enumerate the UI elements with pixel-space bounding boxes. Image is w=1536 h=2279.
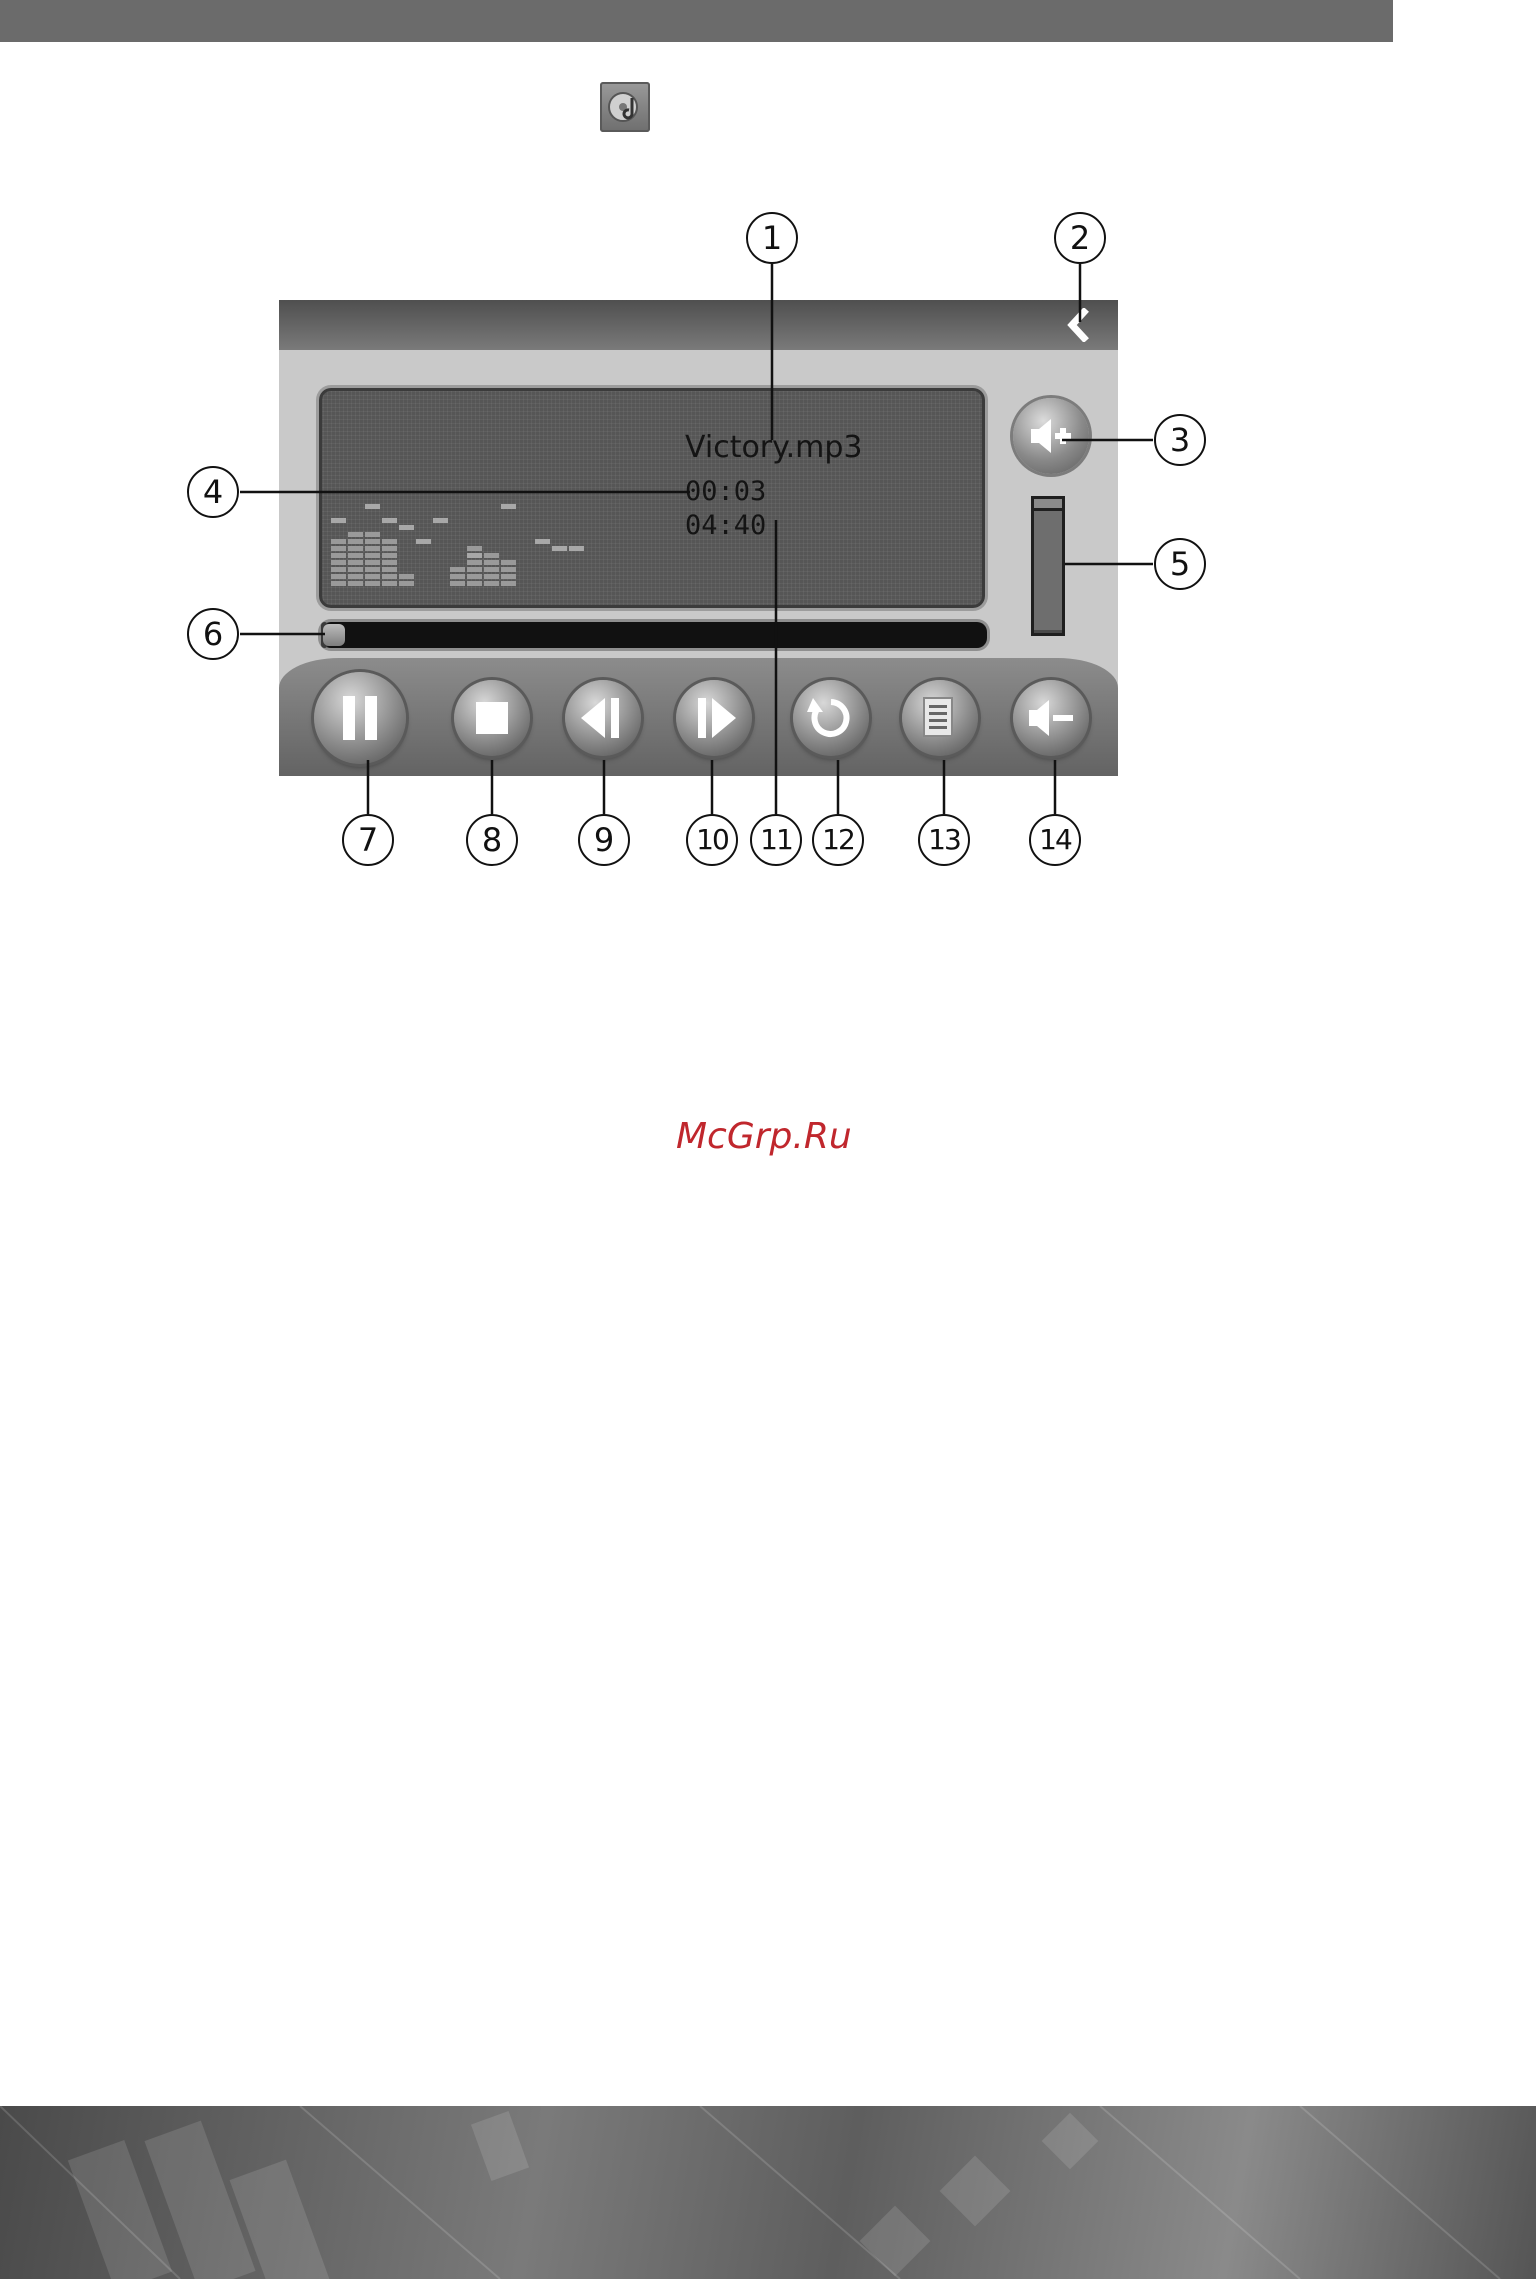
callout-10: 10: [686, 814, 738, 866]
callout-8: 8: [466, 814, 518, 866]
callout-4: 4: [187, 466, 239, 518]
callout-lines: [0, 0, 1536, 900]
callout-7: 7: [342, 814, 394, 866]
callout-13: 13: [918, 814, 970, 866]
callout-2: 2: [1054, 212, 1106, 264]
watermark: McGrp.Ru: [676, 1116, 852, 1157]
callout-11: 11: [750, 814, 802, 866]
callout-6: 6: [187, 608, 239, 660]
callout-5: 5: [1154, 538, 1206, 590]
callout-3: 3: [1154, 414, 1206, 466]
footer-pattern: [0, 2106, 1536, 2279]
callout-14: 14: [1029, 814, 1081, 866]
callout-1: 1: [746, 212, 798, 264]
footer-decoration: [0, 2106, 1536, 2279]
callout-9: 9: [578, 814, 630, 866]
callout-12: 12: [812, 814, 864, 866]
